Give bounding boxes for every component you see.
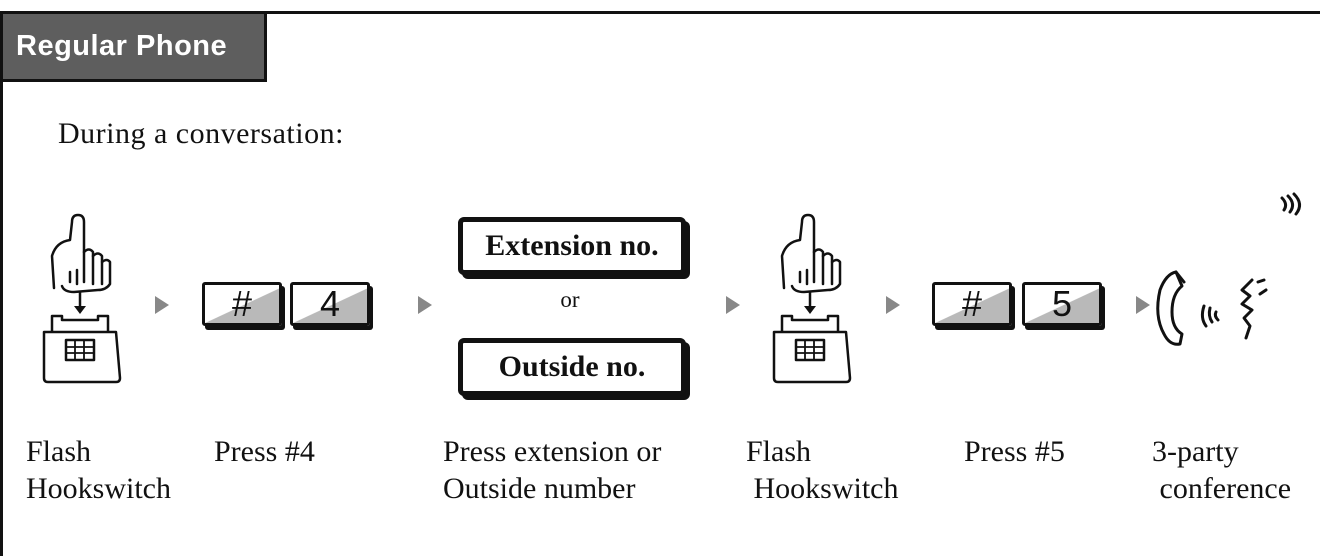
caption-conference: 3-party conference: [1152, 435, 1292, 505]
caption-flash-hookswitch-2: Flash Hookswitch: [746, 435, 899, 505]
arrow-2: [418, 296, 432, 314]
arrow-5: [1136, 296, 1150, 314]
extension-number-box: Extension no.: [458, 217, 686, 275]
flash-hookswitch-icon: [42, 213, 122, 384]
flash-hookswitch-icon: [772, 213, 852, 384]
caption-press-4: Press #4: [214, 435, 315, 468]
arrow-1: [155, 296, 169, 314]
arrow-3: [726, 296, 740, 314]
or-label: or: [560, 287, 580, 312]
section-tab-title: Regular Phone: [3, 14, 267, 82]
caption-press-5: Press #5: [964, 435, 1065, 468]
caption-flash-hookswitch-1: Flash Hookswitch: [26, 435, 171, 505]
key-hash-1: #: [202, 282, 282, 326]
panel-frame: [0, 11, 1320, 556]
key-5: 5: [1022, 282, 1102, 326]
caption-press-number: Press extension or Outside number: [443, 435, 662, 505]
outside-number-box: Outside no.: [458, 338, 686, 396]
key-hash-2: #: [932, 282, 1012, 326]
intro-text: During a conversation:: [58, 117, 344, 150]
conference-icon: [1156, 192, 1301, 346]
key-4: 4: [290, 282, 370, 326]
arrow-4: [886, 296, 900, 314]
